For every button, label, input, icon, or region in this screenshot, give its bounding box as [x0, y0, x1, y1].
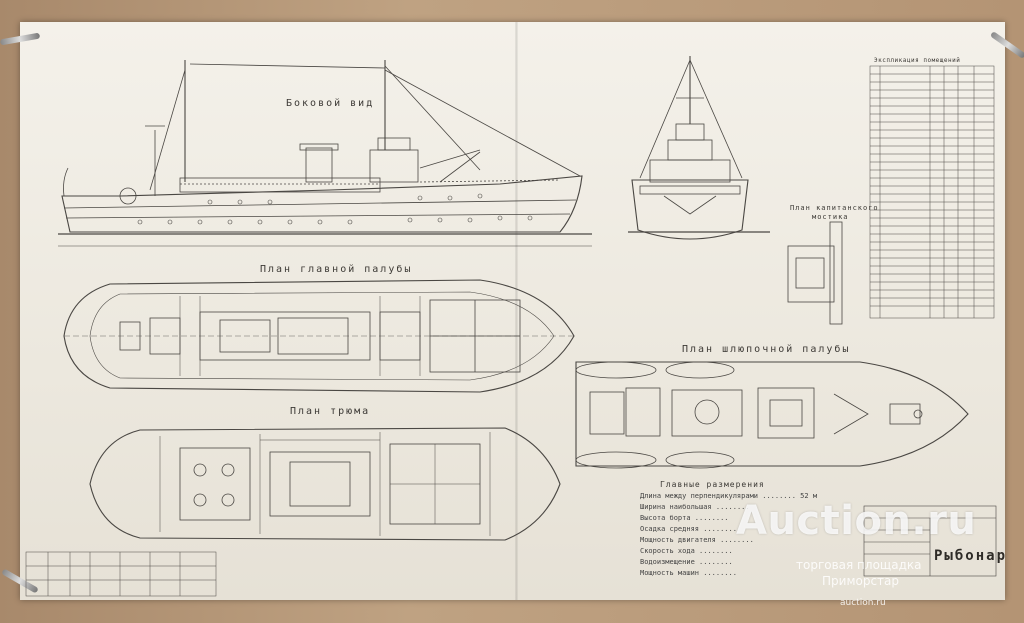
- watermark-url: auction.ru: [840, 598, 886, 608]
- boat-deck-plan-drawing: [575, 361, 969, 469]
- revision-stamp-table: [25, 551, 217, 597]
- boat-deck-plan-title: План шлюпочной палубы: [682, 344, 851, 355]
- sheet-fold-crease: [515, 22, 518, 600]
- title-block-name: Рыбонар: [934, 548, 1008, 564]
- spec-row: Мощность двигателя ........: [640, 536, 754, 544]
- spec-row: Ширина наибольшая ........: [640, 503, 750, 511]
- main-deck-plan-drawing: [63, 279, 575, 393]
- spec-row: Мощность машин ........: [640, 569, 737, 577]
- title-block: [863, 505, 997, 577]
- front-view-drawing: [628, 56, 770, 240]
- spec-row: Длина между перпендикулярами ........ 52…: [640, 492, 818, 500]
- spec-row: Скорость хода ........: [640, 547, 733, 555]
- captain-bridge-title-line1: План капитанского: [790, 204, 879, 212]
- side-view-drawing: [58, 60, 592, 247]
- watermark-partner: Приморстар: [822, 574, 900, 588]
- hold-plan-drawing: [89, 427, 561, 541]
- blueprint-sheet: [20, 22, 1005, 600]
- spec-row: Высота борта ........: [640, 514, 729, 522]
- specs-title: Главные размерения: [660, 480, 765, 489]
- rooms-table-title: Экспликация помещений: [874, 57, 961, 64]
- rooms-explication-table: [869, 65, 995, 319]
- captain-bridge-plan-drawing: [787, 221, 843, 325]
- watermark-tagline: торговая площадка: [796, 558, 922, 572]
- spec-row: Осадка средняя ........: [640, 525, 737, 533]
- captain-bridge-title-line2: мостика: [812, 213, 849, 221]
- hold-plan-title: План трюма: [290, 406, 371, 417]
- spec-row: Водоизмещение ........: [640, 558, 733, 566]
- watermark-site-name: Auction.ru: [736, 498, 977, 544]
- main-deck-plan-title: План главной палубы: [260, 264, 413, 275]
- side-view-title: Боковой вид: [286, 98, 375, 109]
